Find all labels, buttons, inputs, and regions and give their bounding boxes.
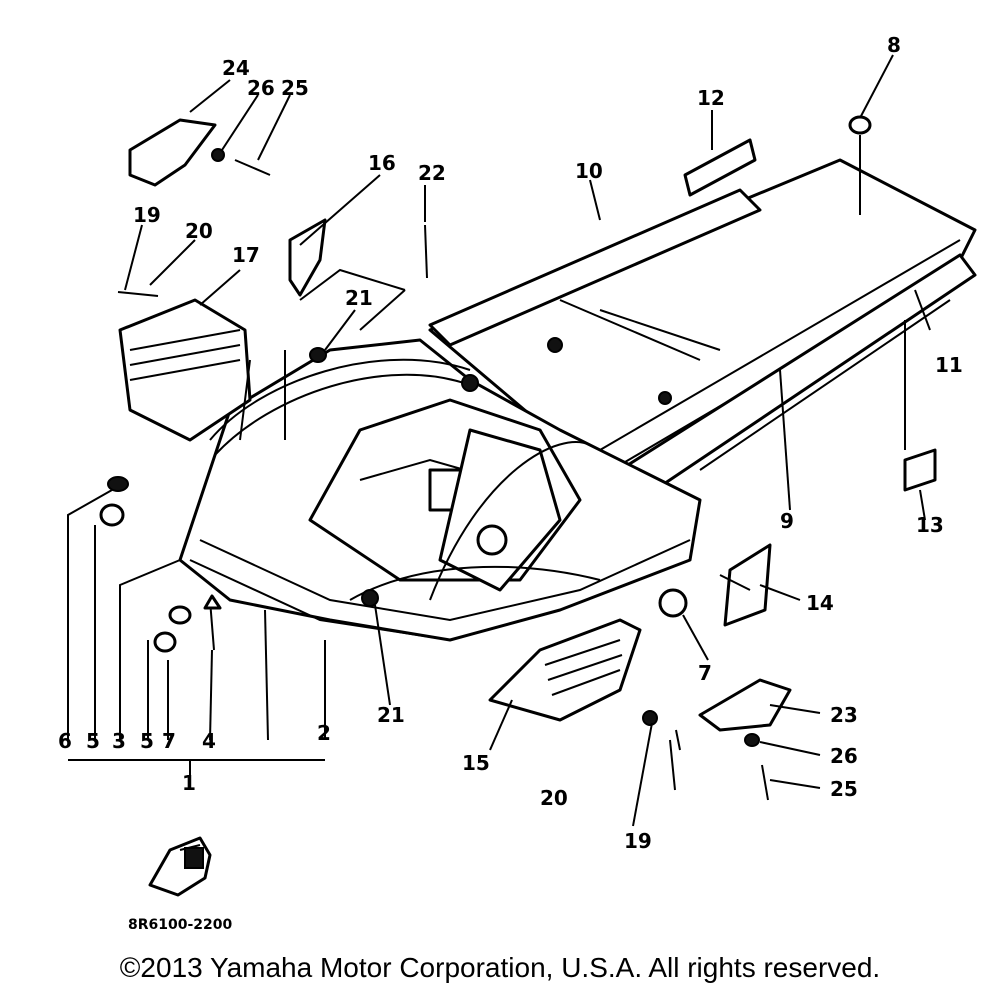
- part-17-shroud-right: [488, 618, 642, 722]
- callout-7: 7: [162, 729, 176, 753]
- callout-11: 10: [575, 159, 603, 183]
- callout-22: 22: [418, 161, 446, 185]
- callout-21b: 21: [377, 703, 405, 727]
- callout-6: 6: [58, 729, 72, 753]
- leader-lines: [67, 54, 931, 827]
- part-23-guard: [698, 678, 792, 732]
- vehicle-thumbnail-icon: [148, 836, 212, 897]
- callout-5b: 5: [140, 729, 154, 753]
- part-16-bracket: [288, 218, 327, 297]
- frame-assembly: [178, 158, 977, 642]
- callout-2: 2: [317, 721, 331, 745]
- callout-5a: 5: [86, 729, 100, 753]
- callout-26b: 26: [830, 744, 858, 768]
- callout-labels: 8 12 10 11 9 13 14 7 23 26 25 20 19 15 2…: [58, 33, 963, 853]
- callout-9: 8: [887, 33, 901, 57]
- callout-21a: 21: [345, 286, 373, 310]
- callout-4: 4: [202, 729, 216, 753]
- part-14-decal: [903, 448, 937, 492]
- copyright-notice: ©2013 Yamaha Motor Corporation, U.S.A. A…: [119, 952, 881, 983]
- callout-20b: 20: [540, 786, 568, 810]
- part-13-plate: [683, 138, 757, 197]
- callout-26a: 26: [247, 76, 275, 100]
- part-15-plate: [723, 543, 772, 627]
- callout-20a: 20: [185, 219, 213, 243]
- callout-12: 11: [935, 353, 963, 377]
- callout-15: 14: [806, 591, 834, 615]
- callout-3: 3: [112, 729, 126, 753]
- callout-18: 17: [232, 243, 260, 267]
- part-18-nose-left: [118, 298, 252, 442]
- part-24-guard: [128, 118, 217, 187]
- callout-10: 9: [780, 509, 794, 533]
- callout-19b: 19: [624, 829, 652, 853]
- callout-16: 16: [368, 151, 396, 175]
- callout-25a: 25: [281, 76, 309, 100]
- callout-14: 13: [916, 513, 944, 537]
- callout-17: 15: [462, 751, 490, 775]
- callout-25b: 25: [830, 777, 858, 801]
- part-11-strip: [428, 188, 762, 347]
- callout-13: 12: [697, 86, 725, 110]
- hardware: [99, 115, 872, 801]
- callout-23: 23: [830, 703, 858, 727]
- callout-1: 1: [182, 771, 196, 795]
- callout-8: 7: [698, 661, 712, 685]
- callout-24: 24: [222, 56, 250, 80]
- catalog-code: 8R6100-2200: [128, 917, 233, 933]
- callout-19a: 19: [133, 203, 161, 227]
